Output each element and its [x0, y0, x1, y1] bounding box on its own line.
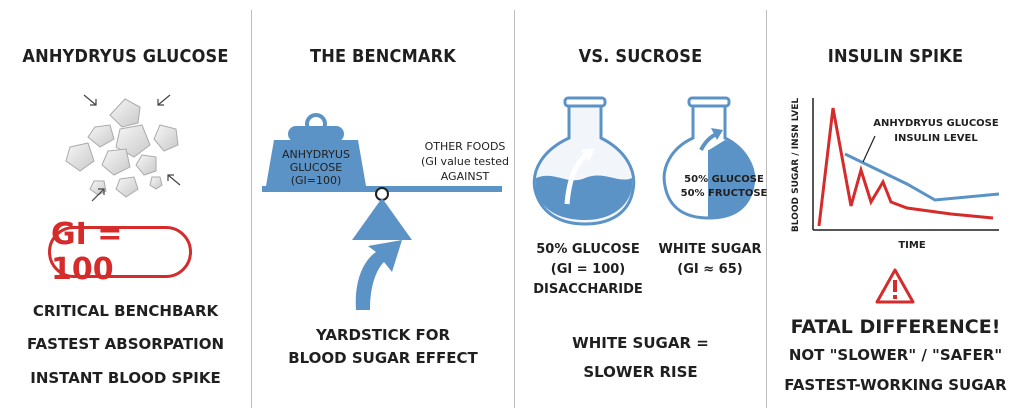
- divider-1: [251, 10, 252, 408]
- other-foods-text-3: AGAINST: [440, 170, 490, 183]
- glucose-label-3: DISACCHARIDE: [533, 282, 643, 297]
- sucrose-caption-2: SLOWER RISE: [583, 363, 698, 381]
- panel-anhydrous-glucose: ANHYDRYUS GLUCOSE GI = 100 CRITICAL BENC…: [0, 0, 251, 408]
- flask-inner-1: 50% GLUCOSE: [684, 174, 764, 185]
- sucrose-flask-icon: [662, 96, 756, 220]
- panel-2-title: THE BENCMARK: [309, 46, 457, 67]
- weight-icon: [266, 140, 366, 186]
- crystal: [109, 98, 141, 128]
- benchmark-caption-2: BLOOD SUGAR EFFECT: [288, 349, 478, 367]
- crystal: [65, 142, 95, 172]
- bullet-2: FASTEST ABSORPATION: [27, 335, 224, 353]
- panel-benchmark: THE BENCMARK ANHYDRYUS GLUCOSE (GI=100) …: [252, 0, 514, 408]
- crystal: [153, 124, 179, 152]
- arrow: [91, 188, 105, 202]
- panel-vs-sucrose: VS. SUCROSE 50% GLUCOSE 50% FRUCTOSE 50%…: [515, 0, 767, 408]
- fulcrum: [352, 198, 412, 240]
- glucose-label-1: 50% GLUCOSE: [536, 242, 640, 257]
- arrow: [83, 94, 97, 106]
- annotation-text-1: ANHYDRYUS GLUCOSE: [873, 118, 999, 129]
- x-axis-label: TIME: [898, 240, 926, 251]
- panel-3-title: VS. SUCROSE: [578, 46, 703, 67]
- arrow: [157, 94, 171, 106]
- crystal: [149, 176, 163, 190]
- warning-line-2: FASTEST-WORKING SUGAR: [784, 376, 1007, 394]
- other-foods-text-1: OTHER FOODS: [424, 140, 506, 153]
- insulin-line-chart: [812, 98, 1000, 231]
- arrow: [167, 174, 181, 186]
- crystal-cluster-illustration: [65, 94, 181, 202]
- weight-text-3: (GI=100): [290, 174, 342, 187]
- warning-title: FATAL DIFFERENCE!: [790, 316, 1001, 338]
- annotation-pointer: [862, 135, 876, 163]
- weight-text-1: ANHYDRYUS: [282, 148, 350, 161]
- flask-comparison-illustration: [532, 96, 756, 226]
- glucose-label-2: (GI = 100): [550, 262, 626, 277]
- flask-inner-2: 50% FRUCTOSE: [680, 188, 768, 199]
- crystal: [101, 148, 131, 176]
- crystal: [87, 124, 115, 148]
- other-foods-text-2: (GI value tested: [421, 155, 509, 168]
- annotation-text-2: INSULIN LEVEL: [894, 133, 978, 144]
- balance-scale-illustration: [262, 113, 502, 310]
- weight-text-2: GLUCOSE: [289, 161, 343, 174]
- crystal: [115, 176, 139, 198]
- sugar-label-1: WHITE SUGAR: [658, 242, 762, 257]
- gi-badge: GI = 100: [48, 217, 192, 287]
- bullet-3: INSTANT BLOOD SPIKE: [30, 369, 221, 387]
- divider-2: [514, 10, 515, 408]
- panel-insulin-spike: INSULIN SPIKE BLOOD SUGAR / INSN LVEL TI…: [767, 0, 1024, 408]
- crystal: [135, 154, 157, 176]
- panel-1-title: ANHYDRYUS GLUCOSE: [22, 46, 229, 67]
- curved-arrow-icon: [355, 240, 402, 310]
- warning-line-1: NOT "SLOWER" / "SAFER": [788, 346, 1003, 364]
- warning-icon: [875, 268, 915, 304]
- insulin-curve: [844, 152, 1000, 202]
- glucose-flask-icon: [532, 96, 636, 226]
- divider-3: [766, 10, 767, 408]
- glucose-curve: [817, 107, 994, 227]
- bullet-1: CRITICAL BENCHBARK: [32, 302, 219, 320]
- sugar-label-2: (GI ≈ 65): [677, 262, 743, 277]
- benchmark-caption-1: YARDSTICK FOR: [315, 326, 451, 344]
- sucrose-caption-1: WHITE SUGAR =: [572, 334, 709, 352]
- panel-4-title: INSULIN SPIKE: [827, 46, 964, 67]
- y-axis-label: BLOOD SUGAR / INSN LVEL: [791, 97, 801, 233]
